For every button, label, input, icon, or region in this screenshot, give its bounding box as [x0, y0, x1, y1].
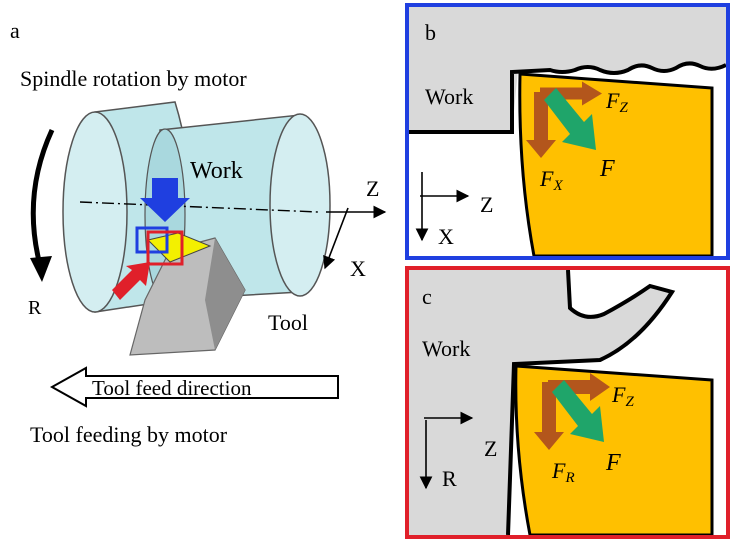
x-axis-arrow [323, 207, 349, 270]
spindle-axis-line [79, 201, 319, 213]
x-axis-label-a: X [350, 256, 366, 281]
rotation-label: R [28, 297, 42, 319]
panel-c-frame [405, 266, 730, 539]
panel-a-label: a [10, 18, 20, 43]
panel-c-fr-label: FR [551, 458, 575, 486]
panel-b-z-label: Z [480, 192, 493, 217]
work-label-c: Work [422, 336, 470, 361]
panel-c-r-label: R [442, 466, 457, 491]
panel-b-f-label: F [599, 156, 615, 182]
panel-b-work-region [409, 7, 726, 132]
panel-c-work-region [409, 270, 672, 535]
rotation-arrowhead-icon [30, 256, 52, 282]
spindle-caption: Spindle rotation by motor [20, 66, 247, 91]
panel-a: a Spindle rotation by motor R Work Tool [10, 18, 387, 447]
panel-c-fz-label: FZ [611, 382, 634, 410]
feed-direction-label: Tool feed direction [92, 376, 252, 400]
tool-holder [129, 232, 246, 356]
work-label-b: Work [425, 84, 473, 109]
feeding-caption: Tool feeding by motor [30, 422, 228, 447]
panel-b-fz-label: FZ [605, 88, 628, 116]
panel-b: Work b FZ FX F Z X [405, 3, 730, 260]
panel-b-x-label: X [438, 224, 454, 249]
panel-c: c Work FZ FR F Z R [405, 266, 730, 539]
blue-force-arrow-icon [140, 178, 190, 222]
panel-b-fx-label: FX [539, 166, 563, 194]
detail-box-b [135, 226, 169, 254]
panel-c-f-arrow-icon [552, 380, 604, 442]
panel-c-z-label: Z [484, 436, 497, 461]
panel-c-work-outline [506, 269, 676, 536]
panel-c-fr-arrow-icon [534, 382, 564, 450]
panel-c-f-label: F [605, 450, 621, 476]
feed-direction-arrow-icon [49, 366, 339, 408]
panel-c-label: c [422, 284, 432, 309]
panel-b-fx-arrow-icon [526, 92, 556, 158]
red-force-arrow-icon [112, 262, 150, 300]
detail-box-c [146, 230, 184, 266]
rotation-arc [30, 128, 55, 266]
panel-b-label: b [425, 20, 436, 45]
tool-label-a: Tool [268, 310, 308, 335]
work-label-a: Work [190, 158, 243, 184]
z-axis-label-a: Z [366, 176, 379, 201]
panel-b-frame [405, 3, 730, 260]
panel-b-work-outline [409, 61, 727, 134]
panel-b-f-arrow-icon [544, 88, 596, 150]
